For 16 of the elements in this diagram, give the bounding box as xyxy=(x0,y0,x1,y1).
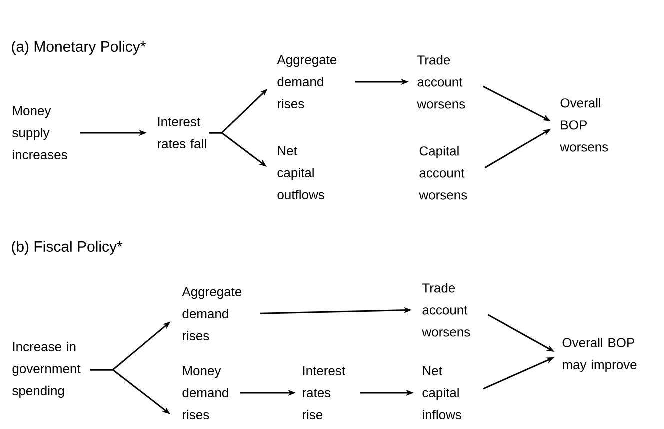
flow-text: Trade account worsens xyxy=(422,283,470,337)
section-heading: (b) Fiscal Policy* xyxy=(12,241,123,255)
flow-text: Aggregate demand rises xyxy=(277,55,337,109)
flow-text: Capital account worsens xyxy=(419,146,468,200)
flow-text: Trade account worsens xyxy=(417,55,466,109)
flow-text: Money demand rises xyxy=(182,366,228,420)
flow-text: Interest rates fall xyxy=(158,117,206,149)
flow-text: Money supply increases xyxy=(12,106,68,160)
flow-text: Interest rates rise xyxy=(303,366,346,420)
flow-text: Increase in government spending xyxy=(12,342,81,398)
flow-text: Aggregate demand rises xyxy=(182,287,242,341)
section-heading: (a) Monetary Policy* xyxy=(12,41,146,55)
flow-text: Overall BOP worsens xyxy=(560,98,608,152)
flow-text: Net capital outflows xyxy=(278,146,324,200)
flow-text: Overall BOP may improve xyxy=(562,338,637,372)
flow-text: Net capital inflows xyxy=(422,366,462,420)
